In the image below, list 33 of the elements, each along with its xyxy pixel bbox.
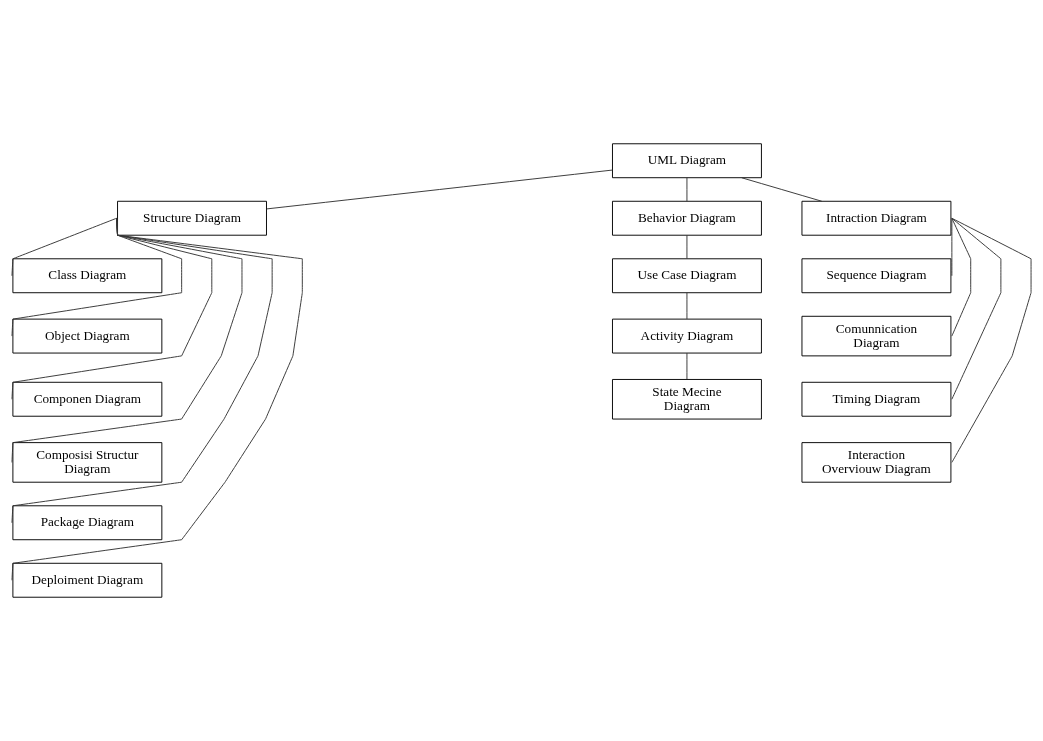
node-box: Composisi Structur Diagram	[12, 442, 163, 483]
connector	[951, 217, 1032, 463]
connector	[951, 217, 1002, 400]
connector	[11, 217, 273, 524]
node-box: Use Case Diagram	[612, 258, 762, 294]
node-box: Behavior Diagram	[612, 200, 762, 236]
connector	[11, 217, 303, 581]
node-box: Object Diagram	[12, 318, 163, 354]
node-box: UML Diagram	[612, 143, 762, 179]
node-box: Comunnication Diagram	[801, 315, 952, 357]
connector	[11, 217, 243, 463]
node-box: Deploiment Diagram	[12, 562, 163, 598]
connector	[686, 234, 688, 260]
connector	[686, 292, 688, 320]
node-box: Interaction Overviouw Diagram	[801, 442, 952, 483]
connector	[686, 177, 688, 202]
node-box: Timing Diagram	[801, 381, 952, 417]
node-box: Intraction Diagram	[801, 200, 952, 236]
node-box: Structure Diagram	[117, 200, 267, 236]
connector	[11, 217, 183, 337]
connector	[951, 217, 953, 277]
connector	[11, 217, 118, 277]
node-box: Sequence Diagram	[801, 258, 952, 294]
node-box: Activity Diagram	[612, 318, 762, 354]
node-box: State Mecine Diagram	[612, 379, 762, 420]
node-box: Class Diagram	[12, 258, 163, 294]
node-box: Componen Diagram	[12, 381, 163, 417]
connector	[11, 217, 213, 400]
connector	[686, 352, 688, 380]
connector	[266, 169, 613, 210]
connector	[951, 217, 972, 337]
node-box: Package Diagram	[12, 505, 163, 541]
connector	[741, 177, 823, 202]
